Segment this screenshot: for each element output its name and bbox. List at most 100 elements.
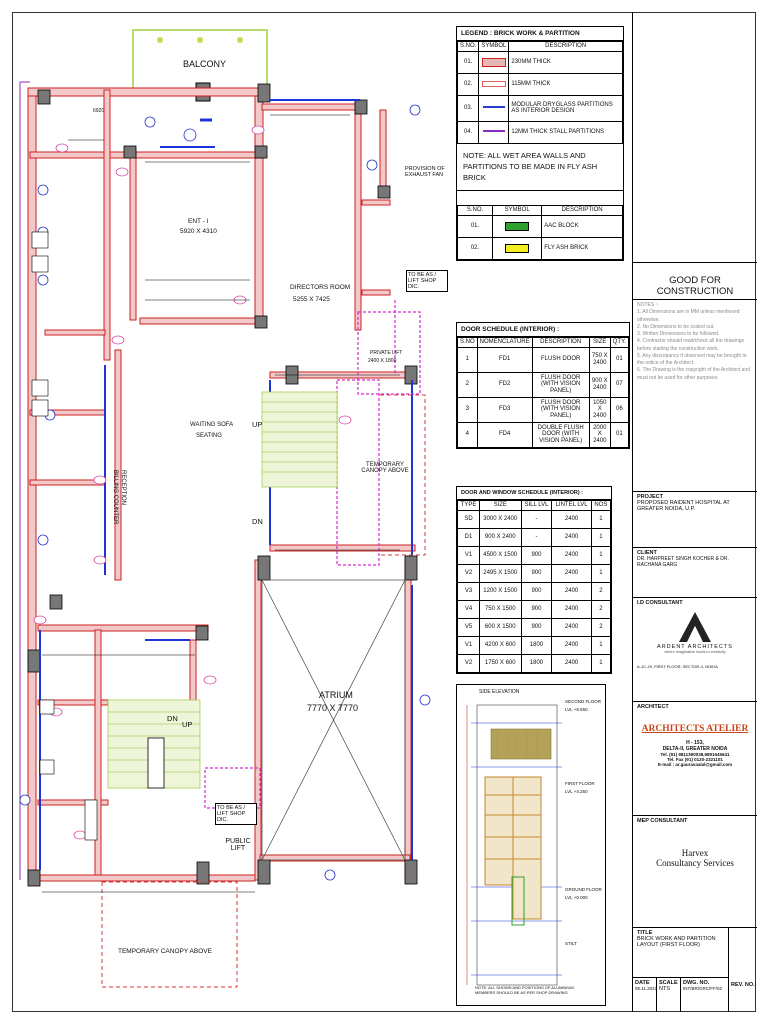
window-header-lintel: LINTEL LVL: [551, 500, 592, 511]
architect-block: ARCHITECT ARCHITECTS ATELIER H - 153, DE…: [633, 702, 757, 816]
id-consultant-label: I.D CONSULTANT: [637, 600, 683, 606]
window-cell: V3: [457, 581, 480, 601]
client-label: CLIENT: [637, 550, 657, 556]
door-cell: 750 X 2400: [588, 346, 611, 373]
legend-title: LEGEND : BRICK WORK & PARTITION: [457, 27, 623, 41]
window-cell: 1800: [520, 653, 553, 673]
note-item: 4. Contractor should read/check all the …: [637, 338, 745, 352]
door-cell: FD4: [476, 421, 533, 448]
door-schedule-table: S.NO NOMENCLATURE DESCRIPTION SIZE QTY. …: [457, 337, 630, 448]
window-cell: 1: [590, 563, 612, 583]
legend-symbol: [478, 72, 510, 96]
door-header-row: S.NO NOMENCLATURE DESCRIPTION SIZE QTY.: [457, 337, 630, 348]
window-cell: V4: [457, 599, 480, 619]
canopy-label-right: TEMPORARY CANOPY ABOVE: [361, 462, 409, 474]
balcony-label: BALCONY: [183, 59, 227, 69]
id-firm-tagline: where imagination leads to creativity: [664, 650, 726, 654]
elevation-ground-floor: GROUND FLOOR: [565, 887, 602, 892]
reception-label: RECEPTION: [120, 470, 126, 506]
door-cell: 2000 X 2400: [588, 421, 611, 448]
legend-symbol: [478, 120, 510, 144]
directors-room-label: DIRECTORS ROOM: [290, 284, 351, 291]
window-cell: 750 X 1500: [478, 599, 522, 619]
id-consultant-block: I.D CONSULTANT ARDENT ARCHITECTS where i…: [633, 598, 757, 702]
dimension-top: 6920: [93, 108, 105, 114]
elevation-note: NOTE: ALL SHOWN AND POSITIONS OF ALUMINI…: [475, 985, 574, 996]
title-block: GOOD FOR CONSTRUCTION NOTES :- 1. All Di…: [632, 12, 757, 1012]
project-label: PROJECT: [637, 494, 663, 500]
stair-down-label-1: DN: [252, 517, 263, 526]
door-header-qty: QTY.: [609, 337, 630, 348]
window-cell: 900: [520, 599, 553, 619]
legend-header-row: S.NO. SYMBOL DESCRIPTION: [456, 41, 623, 52]
legend-header-description: DESCRIPTION: [508, 41, 623, 52]
window-cell: 1800: [520, 635, 553, 655]
exhaust-fan-note: PROVISION OF EXHAUST FAN: [405, 166, 445, 178]
id-firm-name: ARDENT ARCHITECTS: [657, 644, 733, 650]
waiting-label: WAITING SOFA: [190, 422, 234, 428]
legend-table: S.NO. SYMBOL DESCRIPTION 01. 230MM THICK…: [456, 41, 623, 144]
door-cell: FLUSH DOOR (WITH VISION PANEL): [531, 396, 590, 423]
client-block: CLIENT DR. HARPREET SINGH KOCHER & DR. R…: [633, 548, 757, 598]
door-cell: DOUBLE FLUSH DOOR (WITH VISION PANEL): [531, 421, 590, 448]
project-name: PROPOSED RAIDENT HOSPITAL AT GREATER NOI…: [637, 500, 730, 512]
door-cell: 2: [457, 371, 478, 398]
aac-block-swatch: [505, 221, 530, 231]
door-cell: 4: [457, 421, 478, 448]
architect-address-2: DELTA-II, GREATER NOIDA: [662, 746, 728, 752]
window-cell: V2: [457, 653, 480, 673]
floor-plan: [19, 29, 431, 988]
window-cell: 3000 X 2400: [478, 509, 522, 529]
window-header-type: TYPE: [457, 500, 480, 511]
window-cell: V5: [457, 617, 480, 637]
material-sno: 02.: [456, 236, 494, 260]
note-item: 6. The Drawing is the copyright of the A…: [637, 367, 751, 381]
public-lift-label: PUBLIC LIFT: [225, 838, 251, 852]
mep-firm-line1: Harvex: [681, 848, 709, 858]
client-name: DR. HARPREET SINGH KOCHER & DR. RACHANA …: [637, 556, 729, 568]
door-schedule-title: DOOR SCHEDULE (INTERIOR) :: [457, 323, 629, 337]
legend-sno: 03.: [456, 94, 480, 122]
window-cell: 1: [590, 635, 612, 655]
window-cell: 2400: [551, 653, 592, 673]
architect-address-1: H - 153,: [686, 740, 704, 746]
door-cell: 06: [609, 396, 630, 423]
legend-symbol: [478, 94, 510, 122]
architect-email: E-mail : ar.gauravaalal@gmail.com: [657, 762, 733, 767]
brick-115-swatch: [481, 80, 506, 87]
stall-partition-swatch: [482, 130, 505, 133]
ent-room-label: ENT - I: [188, 218, 209, 225]
window-cell: 2400: [551, 635, 592, 655]
legend-description: 12MM THICK STALL PARTITIONS: [508, 120, 623, 144]
window-cell: 2400: [551, 581, 592, 601]
window-cell: 2: [590, 617, 612, 637]
title-label: TITLE: [637, 930, 653, 936]
door-cell: 01: [609, 421, 630, 448]
notes-block: NOTES :- 1. All Dimensions are in MM unl…: [633, 300, 757, 492]
legend-description: 115MM THICK: [508, 72, 623, 96]
legend-row: 01. 230MM THICK: [456, 50, 623, 74]
legend-sno: 02.: [456, 72, 480, 96]
window-cell: D1: [457, 527, 480, 547]
legend-header-symbol: SYMBOL: [478, 41, 510, 52]
date-label: DATE: [635, 980, 650, 986]
atrium-dimension: 7770 X 7770: [307, 703, 359, 713]
window-cell: 900: [520, 581, 553, 601]
side-elevation-panel: SIDE ELEVATION SECOND FLOOR LVL +8.550 F…: [456, 684, 606, 1006]
window-cell: 2400: [551, 527, 592, 547]
brick-230-swatch: [481, 57, 506, 67]
window-cell: V1: [457, 545, 480, 565]
scale-cell: SCALE NTS: [657, 978, 681, 1012]
legend-header-sno: S.NO.: [456, 41, 480, 52]
mep-label: MEP CONSULTANT: [637, 818, 688, 824]
window-cell: 2400: [551, 617, 592, 637]
